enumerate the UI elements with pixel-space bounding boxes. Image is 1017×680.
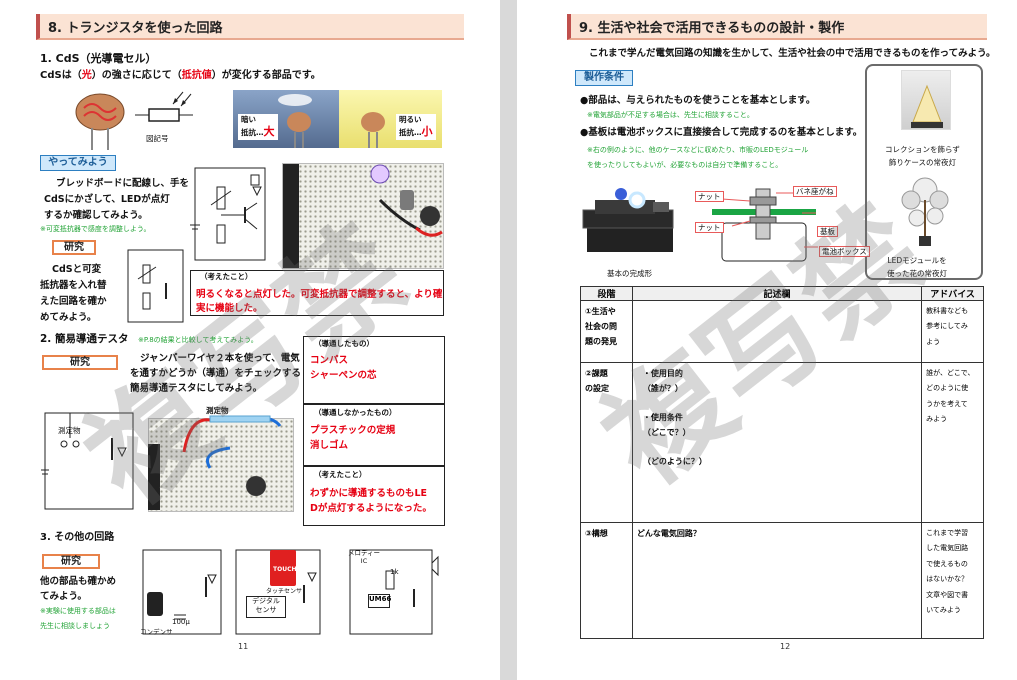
breadboard-2 <box>148 418 294 512</box>
nonconduct-list: プラスチックの定規消しゴム <box>310 425 396 451</box>
section-title-9: 9. 生活や社会で活用できるものの設計・製作 <box>579 21 845 36</box>
basic-form-photo <box>582 188 674 252</box>
s3-note: ※実験に使用する部品は先生に相談しましょう <box>40 607 116 630</box>
capacitor-label: コンデンサ <box>140 628 173 636</box>
think-label-1: （考えたこと） <box>200 272 253 281</box>
page-number-right: 12 <box>780 642 791 651</box>
content-cell[interactable]: ・使用目的（誰が？） ・使用条件（どこで？） （どのように？） <box>631 362 923 523</box>
intro-text: これまで学んだ電気回路の知識を生かして、生活や社会の中で活用できるものを作ってみ… <box>589 48 996 59</box>
digital-sensor-box: デジタル センサ <box>246 596 286 618</box>
design-table: 段階 記述欄 アドバイス ①生活や社会の問題の発見 教科書なども参考にしてみよう… <box>580 286 984 639</box>
content-cell[interactable] <box>631 300 923 363</box>
basic-caption: 基本の完成形 <box>607 269 652 278</box>
circuit-capacitor <box>142 549 222 635</box>
condition-2-note: ※右の例のように、他のケースなどに収めたり、市販のLEDモジュールを使ったりして… <box>587 146 809 169</box>
research-text-1: CdSと可変 抵抗器を入れ替 えた回路を確か めてみよう。 <box>40 264 107 323</box>
conditions-tag: 製作条件 <box>575 70 633 86</box>
res-1k: 1k <box>390 568 399 576</box>
section-header-8: 8. トランジスタを使った回路 <box>36 14 464 40</box>
label-nut-2: ナット <box>695 222 724 234</box>
conduct-label: （導通したもの） <box>314 339 374 348</box>
stage-cell: ②課題の設定 <box>580 362 633 523</box>
touch-sensor-photo <box>270 550 296 586</box>
measured-label-1: 測定物 <box>58 426 81 435</box>
section-title: 8. トランジスタを使った回路 <box>48 21 223 36</box>
advice-cell: これまで学習した電気回路で使えるものはないかな？文章や図で書いてみよう <box>921 522 984 639</box>
research-tag-3: 研究 <box>42 554 100 569</box>
label-nut-1: ナット <box>695 191 724 203</box>
try-text: ブレッドボードに配線し、手を CdSにかざして、LEDが点灯 するか確認してみよ… <box>44 178 190 221</box>
condition-1-note: ※電気部品が不足する場合は、先生に相談すること。 <box>587 111 754 119</box>
research-tag-2: 研究 <box>42 355 118 370</box>
header-content: 記述欄 <box>631 286 923 301</box>
circuit-cds <box>190 167 266 261</box>
header-advice: アドバイス <box>921 286 984 301</box>
cds-photo <box>75 93 125 150</box>
content-cell[interactable]: どんな電気回路？ <box>631 522 923 639</box>
circuit-cds-swap <box>127 249 184 323</box>
try-tag: やってみよう <box>40 155 116 171</box>
think-answer-1: 明るくなると点灯した。可変抵抗器で調整すると、より確実に機能した。 <box>196 289 443 314</box>
s2-note: ※P.8の結果と比較して考えてみよう。 <box>138 336 258 344</box>
melody-ic-label: メロディー IC <box>348 549 381 565</box>
measured-label-2: 測定物 <box>206 406 229 415</box>
touch-sensor-label: タッチセンサ <box>266 588 303 595</box>
nonconduct-box <box>303 404 445 466</box>
s2-heading: 2. 簡易導通テスタ <box>40 333 129 345</box>
page-number-left: 11 <box>238 642 249 651</box>
condition-1: ●部品は、与えられたものを使うことを基本とします。 <box>580 95 816 106</box>
stage-cell: ③構想 <box>580 522 633 639</box>
table-row: ②課題の設定 ・使用目的（誰が？） ・使用条件（どこで？） （どのように？） 誰… <box>580 362 984 523</box>
header-stage: 段階 <box>580 286 633 301</box>
circuit-tester <box>41 412 134 510</box>
bright-label: 明るい抵抗…小 <box>396 114 436 141</box>
photo-caption-1: コレクションを飾らず飾りケースの常夜灯 <box>885 145 960 167</box>
condition-2: ●基板は電池ボックスに直接接合して完成するのを基本とします。 <box>580 127 863 138</box>
section-header-9: 9. 生活や社会で活用できるものの設計・製作 <box>567 14 987 40</box>
s1-heading: 1. CdS（光導電セル） <box>40 52 157 65</box>
um66-box: UM66 <box>368 594 391 608</box>
breadboard-1 <box>282 163 444 269</box>
flower-light-photo <box>901 177 949 246</box>
advice-cell: 教科書なども参考にしてみよう <box>921 300 984 363</box>
label-washer: バネ座がね <box>793 186 837 198</box>
symbol-label: 図記号 <box>146 134 169 143</box>
think-box-1 <box>190 270 444 316</box>
s2-text: ジャンパーワイヤ２本を使って、電気 を通すかどうか（導通）をチェックする 簡易導… <box>130 353 302 394</box>
label-battery: 電池ボックス <box>819 246 870 258</box>
table-header-row: 段階 記述欄 アドバイス <box>580 286 984 301</box>
page-right: 9. 生活や社会で活用できるものの設計・製作 これまで学んだ電気回路の知識を生か… <box>517 0 1017 680</box>
research-tag-1: 研究 <box>52 240 96 255</box>
nonconduct-label: （導通しなかったもの） <box>314 408 397 417</box>
stage-cell: ①生活や社会の問題の発見 <box>580 300 633 363</box>
conduct-box <box>303 336 445 404</box>
capacitor-photo <box>147 592 163 616</box>
s3-text: 他の部品も確かめてみよう。 <box>40 576 117 602</box>
photo-caption-2: LEDモジュールを使った花の常夜灯 <box>887 256 947 278</box>
circuit-melody <box>349 549 439 635</box>
capacitor-value: 100μ <box>172 618 190 626</box>
advice-cell: 誰が、どこで、どのように使うかを考えてみよう <box>921 362 984 523</box>
s1-sentence: CdSは（光）の強さに応じて（抵抗値）が変化する部品です。 <box>40 70 321 81</box>
page-left: 8. トランジスタを使った回路 1. CdS（光導電セル） CdSは（光）の強さ… <box>0 0 500 680</box>
table-row: ③構想 どんな電気回路？ これまで学習した電気回路で使えるものはないかな？文章や… <box>580 522 984 639</box>
cds-symbol <box>135 91 193 122</box>
think-box-2 <box>303 466 445 526</box>
s3-heading: 3. その他の回路 <box>40 532 115 543</box>
assembly-diagram <box>712 188 818 262</box>
try-note: ※可変抵抗器で感度を調整しよう。 <box>40 225 151 233</box>
dark-label: 暗い抵抗…大 <box>238 114 278 141</box>
label-board: 基板 <box>817 226 838 238</box>
conduct-list: コンパスシャーペンの芯 <box>310 355 377 381</box>
table-row: ①生活や社会の問題の発見 教科書なども参考にしてみよう <box>580 300 984 363</box>
touch-label: TOUCH <box>273 566 297 573</box>
think-label-2: （考えたこと） <box>314 470 367 479</box>
